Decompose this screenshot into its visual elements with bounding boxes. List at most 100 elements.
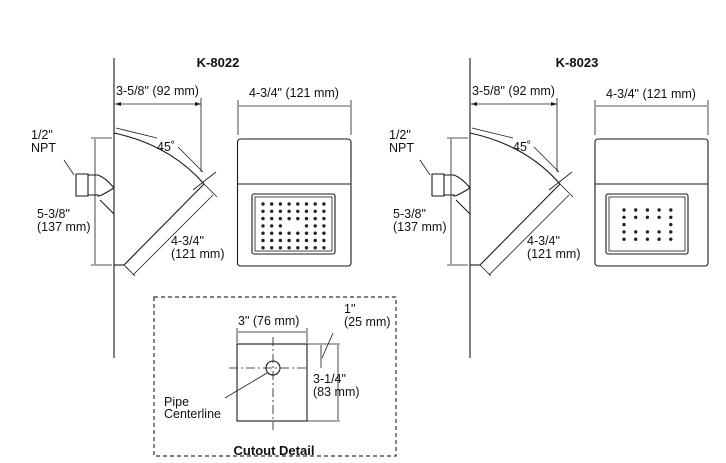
offset-label: (25 mm): [344, 315, 391, 329]
projection-label: 3-5/8" (92 mm): [472, 84, 555, 98]
nozzle-dot: [261, 209, 265, 213]
nozzle-dot: [296, 209, 300, 213]
nozzle-dot: [287, 209, 291, 213]
nozzle-dot: [287, 238, 291, 243]
front-view-body: [594, 138, 709, 267]
nozzle-dot: [634, 230, 638, 234]
angle-ref-line: [192, 171, 217, 191]
nozzle-dot: [270, 246, 274, 250]
nozzle-dot: [304, 238, 309, 243]
nozzle-dot: [322, 202, 326, 206]
offset-label: 1": [344, 302, 355, 316]
nozzle-dot: [322, 216, 326, 221]
nozzle-dot: [287, 231, 291, 235]
nozzle-dot: [278, 246, 283, 250]
nozzle-dot: [278, 209, 283, 213]
spray-face-outer: [605, 193, 689, 255]
cutout-detail: 3" (76 mm) 1" (25 mm) 3-1/4" (83 mm) Pip…: [153, 296, 397, 458]
nozzle-dot: [296, 216, 300, 221]
nozzle-dot: [270, 238, 274, 243]
nozzle-dot: [270, 209, 274, 213]
nozzle-dot: [261, 231, 265, 235]
pipe-leader: [224, 372, 268, 399]
nozzle-dot: [622, 230, 626, 234]
nozzle-dot: [657, 208, 661, 212]
nozzle-dot: [634, 215, 638, 219]
nozzle-dot: [322, 238, 326, 243]
angle-leader: [533, 146, 560, 173]
pipe-label: Centerline: [164, 407, 221, 421]
inlet-leader: [63, 159, 75, 176]
nozzle-dot: [322, 224, 326, 228]
nozzle-dot: [278, 224, 283, 228]
face-label: (121 mm): [171, 247, 224, 261]
cutout-frame: [153, 296, 397, 457]
nozzle-dot: [287, 202, 291, 206]
face-dim-line: [132, 194, 214, 276]
nozzle-dot: [304, 216, 309, 221]
face-label: (121 mm): [527, 247, 580, 261]
face-edge: [123, 183, 205, 266]
inlet-label: NPT: [389, 141, 414, 155]
nozzle-dot: [304, 231, 309, 235]
nozzle-dot: [622, 237, 626, 241]
nozzle-dot: [261, 224, 265, 228]
nozzle-dot: [287, 216, 291, 221]
nozzle-dot: [287, 246, 291, 250]
nozzle-dot: [261, 202, 265, 206]
nozzle-dot: [657, 237, 661, 241]
nozzle-dot: [322, 209, 326, 213]
cutout-width-label: 3" (76 mm): [238, 314, 299, 328]
nozzle-dot: [296, 231, 300, 235]
face-label: 4-3/4": [171, 234, 204, 248]
nozzle-dot: [622, 208, 626, 212]
face-label: 4-3/4": [527, 234, 560, 248]
nozzle-dot: [634, 237, 638, 241]
angle-leader: [177, 146, 204, 173]
model-k8022: K-8022 3-5/8" (92 mm) 45˚ 1/2" NPT 5-3/8…: [31, 55, 352, 358]
spray-face-inner: [608, 196, 686, 252]
nozzle-dot: [622, 222, 626, 227]
nozzle-dot: [669, 237, 673, 241]
inlet-leader: [419, 159, 431, 176]
nozzle-dot: [304, 224, 309, 228]
angle-ref-line: [548, 171, 573, 191]
nozzle-dot: [304, 246, 309, 250]
extension-line: [203, 183, 218, 198]
nozzle-dot: [278, 202, 283, 206]
face-dim-line: [488, 194, 570, 276]
inlet-pipe: [431, 173, 471, 197]
inlet-label: 1/2": [31, 128, 53, 142]
nozzle-dot: [313, 216, 317, 221]
nozzle-dot: [304, 209, 309, 213]
nozzle-dot: [645, 237, 650, 241]
cutout-title: Cutout Detail: [234, 443, 315, 458]
nozzle-dot: [313, 246, 317, 250]
nozzle-dot: [322, 231, 326, 235]
nozzle-dot: [634, 208, 638, 212]
nozzle-dot: [270, 216, 274, 221]
height-label: 5-3/8": [37, 207, 70, 221]
nozzle-dot: [278, 238, 283, 243]
cutout-height-label: 3-1/4": [313, 372, 346, 386]
spray-face-inner: [254, 196, 333, 252]
angle-leader: [471, 127, 514, 139]
nozzle-grid: [261, 202, 326, 250]
inlet-pipe: [75, 173, 115, 197]
nozzle-dot: [270, 202, 274, 206]
nozzle-dot: [296, 202, 300, 206]
nozzle-dot: [669, 222, 673, 227]
pipe-label: Pipe: [164, 395, 189, 409]
nozzle-dot: [261, 246, 265, 250]
nozzle-dot: [657, 215, 661, 219]
face-edge: [479, 183, 561, 266]
top-arc: [113, 132, 205, 185]
nozzle-dot: [322, 246, 326, 250]
cutout-height-label: (83 mm): [313, 385, 360, 399]
extension-line: [479, 264, 492, 277]
angle-leader: [115, 127, 158, 139]
nozzle-dot: [645, 208, 650, 212]
angle-label: 45˚: [513, 140, 531, 154]
nozzle-dot: [313, 202, 317, 206]
